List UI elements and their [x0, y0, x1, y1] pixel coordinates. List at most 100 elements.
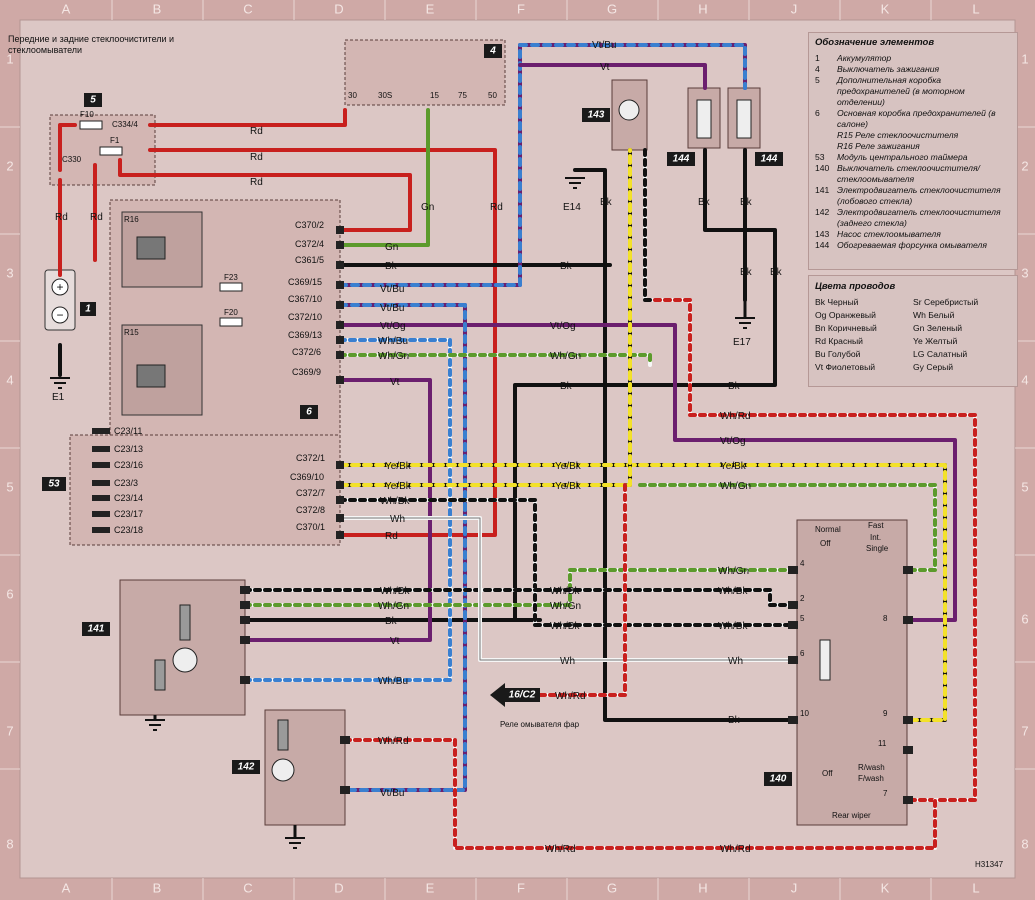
- wire-yebk-stripe: [338, 148, 632, 487]
- badge-143-label: 143: [588, 110, 605, 121]
- grid-row-label: 3: [1021, 265, 1028, 280]
- switch-pin-label: 5: [800, 614, 805, 623]
- ref-arrow-icon: [490, 683, 540, 707]
- front-motor-resistor-2: [154, 659, 166, 691]
- wire-color-item: Gy Серый: [913, 362, 954, 372]
- switch-pin-label: 11: [878, 739, 887, 748]
- relay-r16-label: R16: [124, 215, 139, 224]
- wire-label: Ye/Bk: [385, 461, 412, 472]
- component-badges: 5 4 1 6 53 141 142 143 144 144 140 16/C2: [42, 44, 792, 786]
- grid-col-label: K: [881, 880, 890, 895]
- ground-e1-label: E1: [52, 392, 65, 403]
- wire-label: Wh/Rd: [720, 844, 751, 855]
- rear-motor-icon: [271, 758, 295, 782]
- wire-label: Gn: [385, 242, 398, 253]
- wire-colors-title: Цвета проводов: [815, 281, 896, 292]
- switch-resistor: [819, 639, 831, 681]
- grid-row-label: 4: [1021, 372, 1028, 387]
- battery-minus-glyph: −: [56, 308, 63, 322]
- wire-vtbu-stripe: [338, 303, 467, 792]
- legend-text: R16 Реле зажигания: [837, 141, 920, 151]
- timer-pins: [92, 428, 110, 533]
- pin-label: C369/9: [292, 367, 321, 377]
- grid-col-label: D: [334, 1, 343, 16]
- fuse-f20-label: F20: [224, 308, 238, 317]
- switch-pins: [788, 566, 913, 804]
- pin-label: C370/2: [295, 220, 324, 230]
- legend-num: 5: [815, 75, 820, 85]
- grid-row-label: 8: [1021, 836, 1028, 851]
- wire-label: Bk: [560, 381, 573, 392]
- grid-row-label: 6: [6, 586, 13, 601]
- pin-label: C372/4: [295, 239, 324, 249]
- grid-col-label: A: [62, 880, 71, 895]
- badge-141: [82, 622, 110, 636]
- grid-row-label: 8: [6, 836, 13, 851]
- wire-label: Vt/Og: [720, 436, 746, 447]
- switch-pin-label: 10: [800, 709, 809, 718]
- wire-label: Bk: [740, 197, 753, 208]
- legend-text: Дополнительная коробка предохранителей (…: [837, 75, 965, 107]
- wires: [58, 43, 977, 850]
- wire-label: Wh/Gn: [550, 351, 581, 362]
- wire-color-item: LG Салатный: [913, 349, 968, 359]
- wire-label: Bk: [385, 616, 398, 627]
- switch-pin-label: 2: [800, 594, 805, 603]
- wire-color-item: Og Оранжевый: [815, 310, 876, 320]
- wire-label: Bk: [740, 267, 753, 278]
- wire-label: Bk: [560, 261, 573, 272]
- legend-item: R15 Реле стеклоочистителя: [815, 130, 1011, 141]
- fuse-f20-icon: [219, 317, 243, 327]
- wire-label: Wh: [390, 514, 405, 525]
- ground-e14-label: E14: [563, 202, 581, 213]
- wire-gn: [338, 108, 430, 247]
- grid-col-label: H: [698, 880, 707, 895]
- grid-col-label: C: [243, 1, 252, 16]
- wire-label: Ye/Bk: [555, 481, 582, 492]
- wire-color-item: Gn Зеленый: [913, 323, 963, 333]
- relay-r15-coil: [136, 364, 166, 388]
- wire-label: Bk: [600, 197, 613, 208]
- fuse-f1-icon: [99, 146, 123, 156]
- wire-wh-outline: [339, 517, 791, 661]
- wire-label: Wh/Bk: [550, 586, 580, 597]
- wire-whbk: [338, 498, 792, 627]
- wire-label: Rd: [90, 212, 103, 223]
- pin-label: C23/11: [114, 426, 142, 436]
- wire-whgn-stripe: [638, 483, 937, 572]
- badge-144-left: [667, 152, 695, 166]
- grid-col-label: L: [972, 880, 979, 895]
- grid-col-label: E: [426, 880, 435, 895]
- badge-141-label: 141: [88, 624, 105, 635]
- wire-color-item: Bn Коричневый: [815, 323, 877, 333]
- legend-text: Аккумулятор: [837, 53, 892, 63]
- legend-num: 144: [815, 240, 830, 250]
- headlamp-washer-relay-note: Реле омывателя фар: [500, 720, 580, 729]
- wire-label: Wh/Rd: [545, 844, 576, 855]
- grid-row-label: 5: [6, 479, 13, 494]
- badge-6: [300, 405, 318, 419]
- grid-col-label: H: [698, 1, 707, 16]
- ignition-terminal-75: 75: [458, 91, 467, 100]
- switch-position-single: Single: [866, 544, 889, 553]
- legend-text: Электродвигатель стеклоочистителя (задне…: [837, 207, 1001, 228]
- grid-col-label: B: [153, 1, 162, 16]
- wire-label: Bk: [770, 267, 783, 278]
- fuse-f23-label: F23: [224, 273, 238, 282]
- switch-position-fast: Fast: [868, 521, 884, 530]
- badge-144-right-label: 144: [761, 154, 778, 165]
- wire-whbk-stripe: [243, 588, 792, 607]
- battery-positive-icon: [51, 278, 69, 296]
- fuse-f10-icon: [79, 120, 103, 130]
- grid-col-label: E: [426, 1, 435, 16]
- badge-4-label: 4: [489, 46, 496, 57]
- badge-140-label: 140: [770, 774, 787, 785]
- pin-label: C370/1: [296, 522, 325, 532]
- fuse-f10-label: F10: [80, 110, 94, 119]
- wire-label: Wh/Rd: [555, 691, 586, 702]
- legend-num: 6: [815, 108, 820, 118]
